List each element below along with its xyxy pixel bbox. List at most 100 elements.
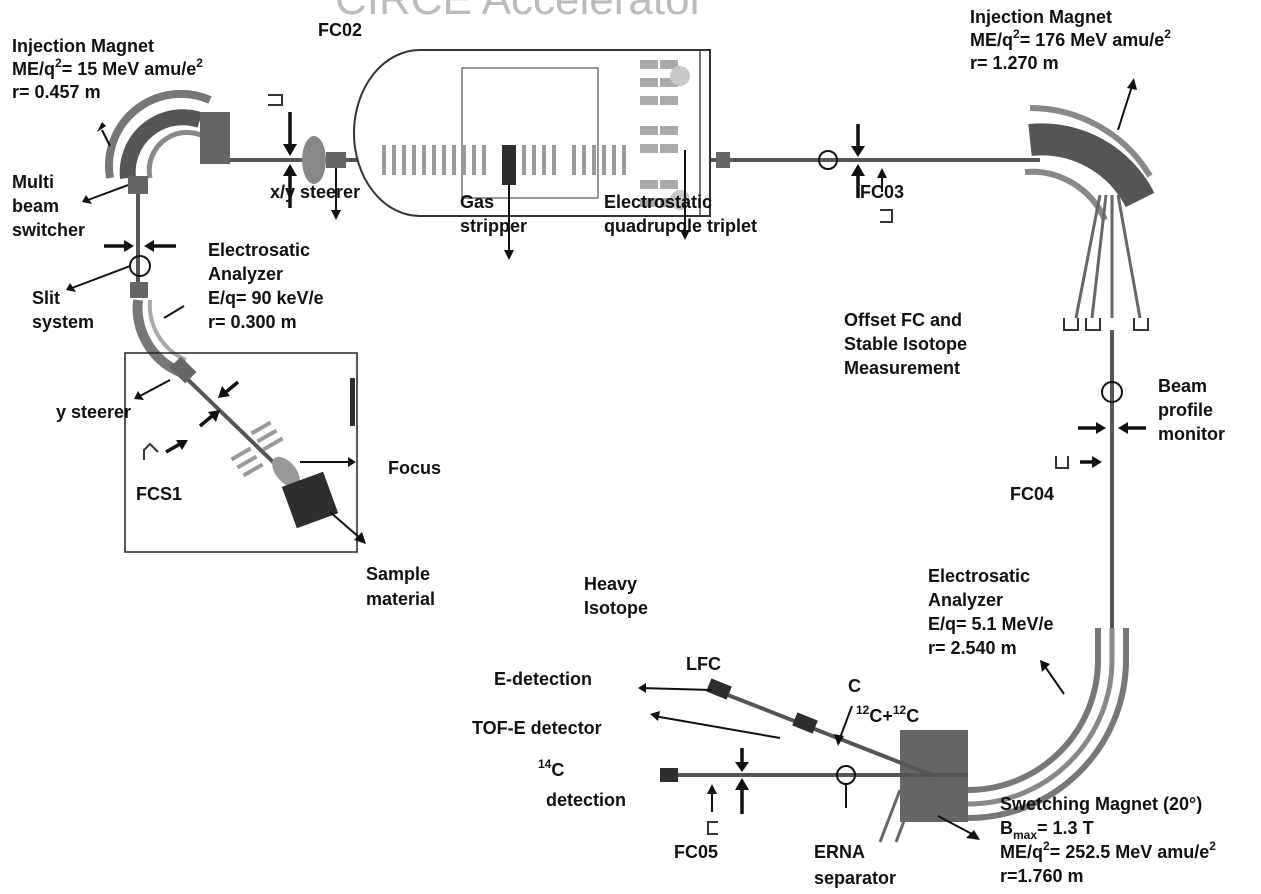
esa-2 <box>967 628 1129 821</box>
focus-label: Focus <box>388 458 441 478</box>
e-detection-label: E-detection <box>494 669 592 689</box>
gas-label-2: stripper <box>460 216 527 236</box>
injection-magnet-right <box>1024 105 1155 222</box>
inj-right-title: Injection Magnet <box>970 7 1112 27</box>
tof-element <box>792 712 818 734</box>
esa1-label-2: Analyzer <box>208 264 283 284</box>
offset-cup-1 <box>1063 318 1079 331</box>
offset-label-1: Offset FC and <box>844 310 962 330</box>
exit-line-1 <box>1074 194 1102 319</box>
esa1-label-3: E/q= 90 keV/e <box>208 288 324 308</box>
lfc-element <box>706 678 732 700</box>
post-tank-element <box>716 152 730 168</box>
slit-element <box>130 282 148 298</box>
slit-label-2: system <box>32 312 94 332</box>
e-detection-pointer <box>639 687 713 691</box>
c14-label-1: 14C <box>538 757 564 780</box>
sw-r: r=1.760 m <box>1000 866 1084 886</box>
bpm-label-2: profile <box>1158 400 1213 420</box>
lfc-label: LFC <box>686 654 721 674</box>
focus-lens <box>272 456 300 488</box>
ion-source-box <box>124 352 358 553</box>
fc04-label: FC04 <box>1010 484 1054 504</box>
esa2-label-2: Analyzer <box>928 590 1003 610</box>
magnet-exit-b <box>894 799 914 843</box>
beamline-heavy <box>709 686 933 777</box>
source-lenses <box>230 420 284 478</box>
bpm-label-3: monitor <box>1158 424 1225 444</box>
fc03-label: FC03 <box>860 182 904 202</box>
sw-title: Swetching Magnet (20°) <box>1000 794 1202 814</box>
sample-label-1: Sample <box>366 564 430 584</box>
fcs1-arrow <box>165 442 181 454</box>
y-steerer-label: y steerer <box>56 402 131 422</box>
title-fragment: CIRCE Accelerator <box>335 0 704 24</box>
fcs1-label: FCS1 <box>136 484 182 504</box>
esa1-label-4: r= 0.300 m <box>208 312 297 332</box>
sample-label-2: material <box>366 589 435 609</box>
esa2-label-4: r= 2.540 m <box>928 638 1017 658</box>
exit-line-2 <box>1090 194 1108 319</box>
exit-line-4 <box>1116 194 1142 319</box>
multi-pointer <box>87 184 129 201</box>
inj-right-pointer <box>1117 85 1133 131</box>
inj-left-pointer <box>101 129 111 147</box>
fc05-label: FC05 <box>674 842 718 862</box>
offset-label-3: Measurement <box>844 358 960 378</box>
xy-steerer-element <box>326 152 346 168</box>
inj-left-me: ME/q2= 15 MeV amu/e2 <box>12 56 203 79</box>
gas-stripper-element <box>502 145 516 185</box>
esa1-pointer <box>163 305 185 319</box>
lens-fc02 <box>302 136 326 184</box>
inj-left-r: r= 0.457 m <box>12 82 101 102</box>
slit-pointer <box>71 265 131 289</box>
multi-label-3: switcher <box>12 220 85 240</box>
bpm-label-1: Beam <box>1158 376 1207 396</box>
injection-magnet-left <box>105 89 230 179</box>
esa1-label-1: Electrosatic <box>208 240 310 260</box>
fc02-label: FC02 <box>318 20 362 40</box>
inj-right-me: ME/q2= 176 MeV amu/e2 <box>970 27 1171 50</box>
fc03-profile-ring <box>818 150 838 170</box>
fc03-cup <box>880 209 893 223</box>
slit-label-1: Slit <box>32 288 60 308</box>
magnet-exit-a <box>878 789 902 843</box>
y-steerer-element <box>169 356 197 384</box>
y-steerer-pointer <box>139 379 171 397</box>
fc05-cup <box>707 821 718 835</box>
bpm-ring <box>1101 381 1123 403</box>
tof-e-pointer <box>653 715 781 739</box>
multi-label-1: Multi <box>12 172 54 192</box>
esa2-pointer <box>1045 667 1065 695</box>
multi-beam-switcher-element <box>128 176 148 194</box>
sample-pointer <box>329 511 361 539</box>
injection-magnet-left-gap <box>200 112 230 164</box>
offset-label-2: Stable Isotope <box>844 334 967 354</box>
eqt-label-2: quadrupole triplet <box>604 216 757 236</box>
multi-label-2: beam <box>12 196 59 216</box>
inj-right-r: r= 1.270 m <box>970 53 1059 73</box>
gas-label-1: Gas <box>460 192 494 212</box>
xy-steerer-label: x/y steerer <box>270 182 360 202</box>
focus-arrow-b <box>198 414 214 428</box>
tandem-tank <box>353 49 711 217</box>
eqt-label-1: Electrostatic <box>604 192 712 212</box>
14c-detector <box>660 768 678 782</box>
c14-label-2: detection <box>546 790 626 810</box>
esa2-label-3: E/q= 5.1 MeV/e <box>928 614 1054 634</box>
heavy-label-1: Heavy <box>584 574 637 594</box>
inj-left-title: Injection Magnet <box>12 36 154 56</box>
esa2-label-1: Electrosatic <box>928 566 1030 586</box>
sw-b: Bmax= 1.3 T <box>1000 818 1094 842</box>
offset-cup-3 <box>1133 318 1149 331</box>
fc04-cup <box>1055 456 1069 469</box>
erna-label-1: ERNA <box>814 842 865 862</box>
erna-label-2: separator <box>814 868 896 888</box>
sw-pointer <box>937 815 973 835</box>
sample-block <box>281 471 339 529</box>
offset-cup-2 <box>1085 318 1101 331</box>
c-label: C <box>848 676 861 696</box>
sw-me: ME/q2= 252.5 MeV amu/e2 <box>1000 839 1216 862</box>
heavy-label-2: Isotope <box>584 598 648 618</box>
